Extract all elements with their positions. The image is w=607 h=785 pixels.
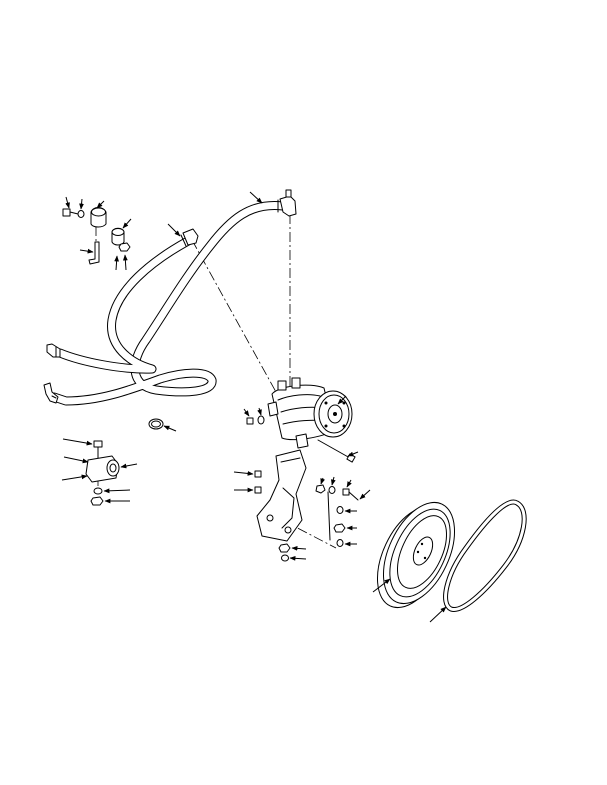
leader-bracket-bolt-upper xyxy=(233,471,254,476)
leader-compressor xyxy=(337,395,347,405)
hose-support-bracket xyxy=(88,241,100,265)
leader-hose-clamp-upper xyxy=(96,200,105,209)
leader-drive-belt xyxy=(429,606,447,623)
bracket-nut-upper xyxy=(278,543,291,553)
leader-bracket-nut xyxy=(291,545,307,551)
refrigerant-hose-short xyxy=(55,236,193,374)
compressor-clutch-pulley xyxy=(313,390,353,438)
leader-clamp-washer xyxy=(79,198,84,210)
clamp-nut xyxy=(118,242,131,252)
leader-lower-clamp-right xyxy=(120,463,138,469)
leader-lower-bolt xyxy=(62,438,93,446)
leader-adjust-washer xyxy=(330,476,336,486)
leader-adjust-bolt-end xyxy=(359,489,371,500)
hose-fitting-upper xyxy=(180,228,199,247)
hose-elbow-fitting-top xyxy=(277,189,297,217)
centerline-hose-to-compressor xyxy=(191,239,277,393)
leader-bracket-washer xyxy=(289,555,307,561)
lower-hose-clamp xyxy=(85,455,120,483)
leader-adjust-nut xyxy=(320,477,325,485)
adjusting-bolt-hardware xyxy=(315,484,359,547)
clamp-washer xyxy=(77,210,85,218)
compressor-mount-bolt-left xyxy=(246,417,254,425)
leader-hose-clamp-lower xyxy=(122,218,132,229)
leader-lower-clamp xyxy=(63,456,89,464)
centerlines xyxy=(95,214,337,549)
leader-crank-pulley xyxy=(372,578,391,593)
compressor-mount-washer-left xyxy=(257,415,265,425)
leader-clamp-part xyxy=(114,255,120,271)
leader-clamp-bolt xyxy=(65,196,70,209)
bracket-bolt-upper xyxy=(254,470,262,478)
bracket-washer-lower xyxy=(281,554,289,562)
leader-o-ring xyxy=(163,425,177,432)
leader-compressor-washer xyxy=(257,407,262,416)
leader-lower-washer xyxy=(103,488,131,494)
hose-clamp-lower xyxy=(111,227,125,246)
leader-hose-long xyxy=(249,191,263,204)
centerline-bracket-hardware xyxy=(281,519,337,549)
bracket-bolt-lower xyxy=(254,486,262,494)
leader-support-bracket xyxy=(79,248,94,254)
leader-lower-bracket xyxy=(61,474,88,481)
leader-pivot-bolt xyxy=(347,451,359,457)
clamp-bolt xyxy=(62,208,79,217)
adjusting-link xyxy=(327,491,331,541)
leader-compressor-bolt xyxy=(243,408,250,417)
hose-clamp-upper xyxy=(90,207,107,228)
o-ring xyxy=(148,418,164,430)
drive-belt xyxy=(443,499,527,612)
leader-hose-short xyxy=(167,223,181,237)
hose-end-fitting-left-upper xyxy=(46,343,61,358)
hose-end-fitting-left-lower xyxy=(43,382,59,404)
lower-clamp-washer xyxy=(93,487,103,495)
callout-leaders xyxy=(61,191,447,623)
compressor-mounting-bracket xyxy=(256,449,307,542)
leader-adjust-bolt xyxy=(346,479,352,488)
lower-clamp-bolt xyxy=(93,440,103,459)
crankshaft-pulley xyxy=(377,501,455,609)
refrigerant-hose-long xyxy=(49,200,288,406)
lower-clamp-nut xyxy=(90,496,104,506)
leader-clamp-nut xyxy=(122,254,128,271)
